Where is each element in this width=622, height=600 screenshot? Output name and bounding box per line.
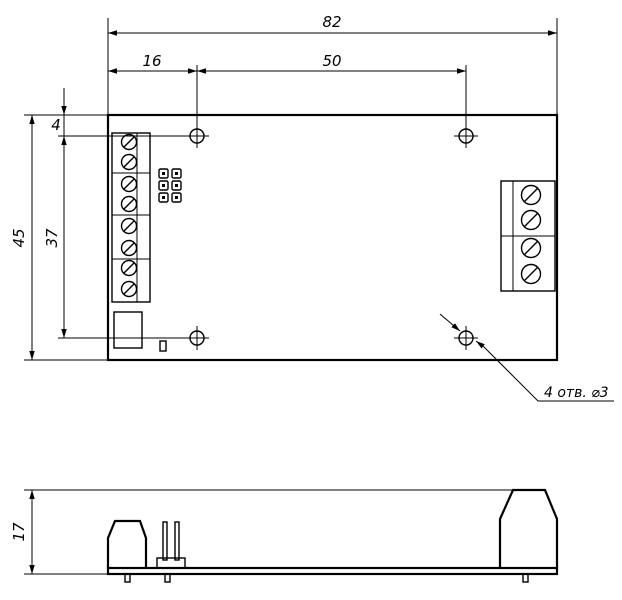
pin-icon [171,180,182,191]
left-terminal-block [111,132,151,303]
screw-icon [120,133,138,151]
pin-icon [171,192,182,203]
screw-icon [520,237,542,259]
dim-label-82: 82 [322,13,341,31]
screw-icon [520,184,542,206]
screw-icon [120,217,138,235]
hole-note-leader: 4 отв. ⌀3 [439,313,614,402]
dim-overall-width: 82 [107,13,558,115]
side-view [106,488,559,583]
dim-vertical-holes: 4 37 [43,88,185,339]
right-terminal-block [500,180,556,292]
dim-label-50: 50 [322,52,341,70]
dim-label-37: 37 [43,228,61,248]
screw-icon [120,280,138,298]
dim-label-17: 17 [10,522,28,542]
hole-icon [185,326,209,350]
dim-label-16: 16 [142,52,161,70]
screw-icon [120,259,138,277]
dim-hole-offsets: 16 50 [108,52,467,125]
dim-label-4: 4 [51,116,61,134]
screw-icon [120,239,138,257]
hole-icon [185,124,209,148]
pin-header [158,168,182,203]
board-outline [106,113,559,362]
dim-side-height: 17 [10,489,513,575]
pin-icon [158,168,169,179]
screw-icon [120,175,138,193]
screw-icon [120,195,138,213]
jumper-block [113,311,143,349]
hole-icon [454,326,478,350]
dim-overall-height: 45 [10,114,108,361]
mounting-holes [185,124,478,350]
hole-note-text: 4 отв. ⌀3 [544,385,609,401]
dim-label-45: 45 [10,228,28,247]
screw-icon [520,209,542,231]
pin-icon [171,168,182,179]
left-screws [120,133,138,298]
hole-icon [454,124,478,148]
pin-icon [158,192,169,203]
right-screws [520,184,542,285]
screw-icon [520,263,542,285]
small-pin [159,340,167,352]
screw-icon [120,153,138,171]
pin-icon [158,180,169,191]
